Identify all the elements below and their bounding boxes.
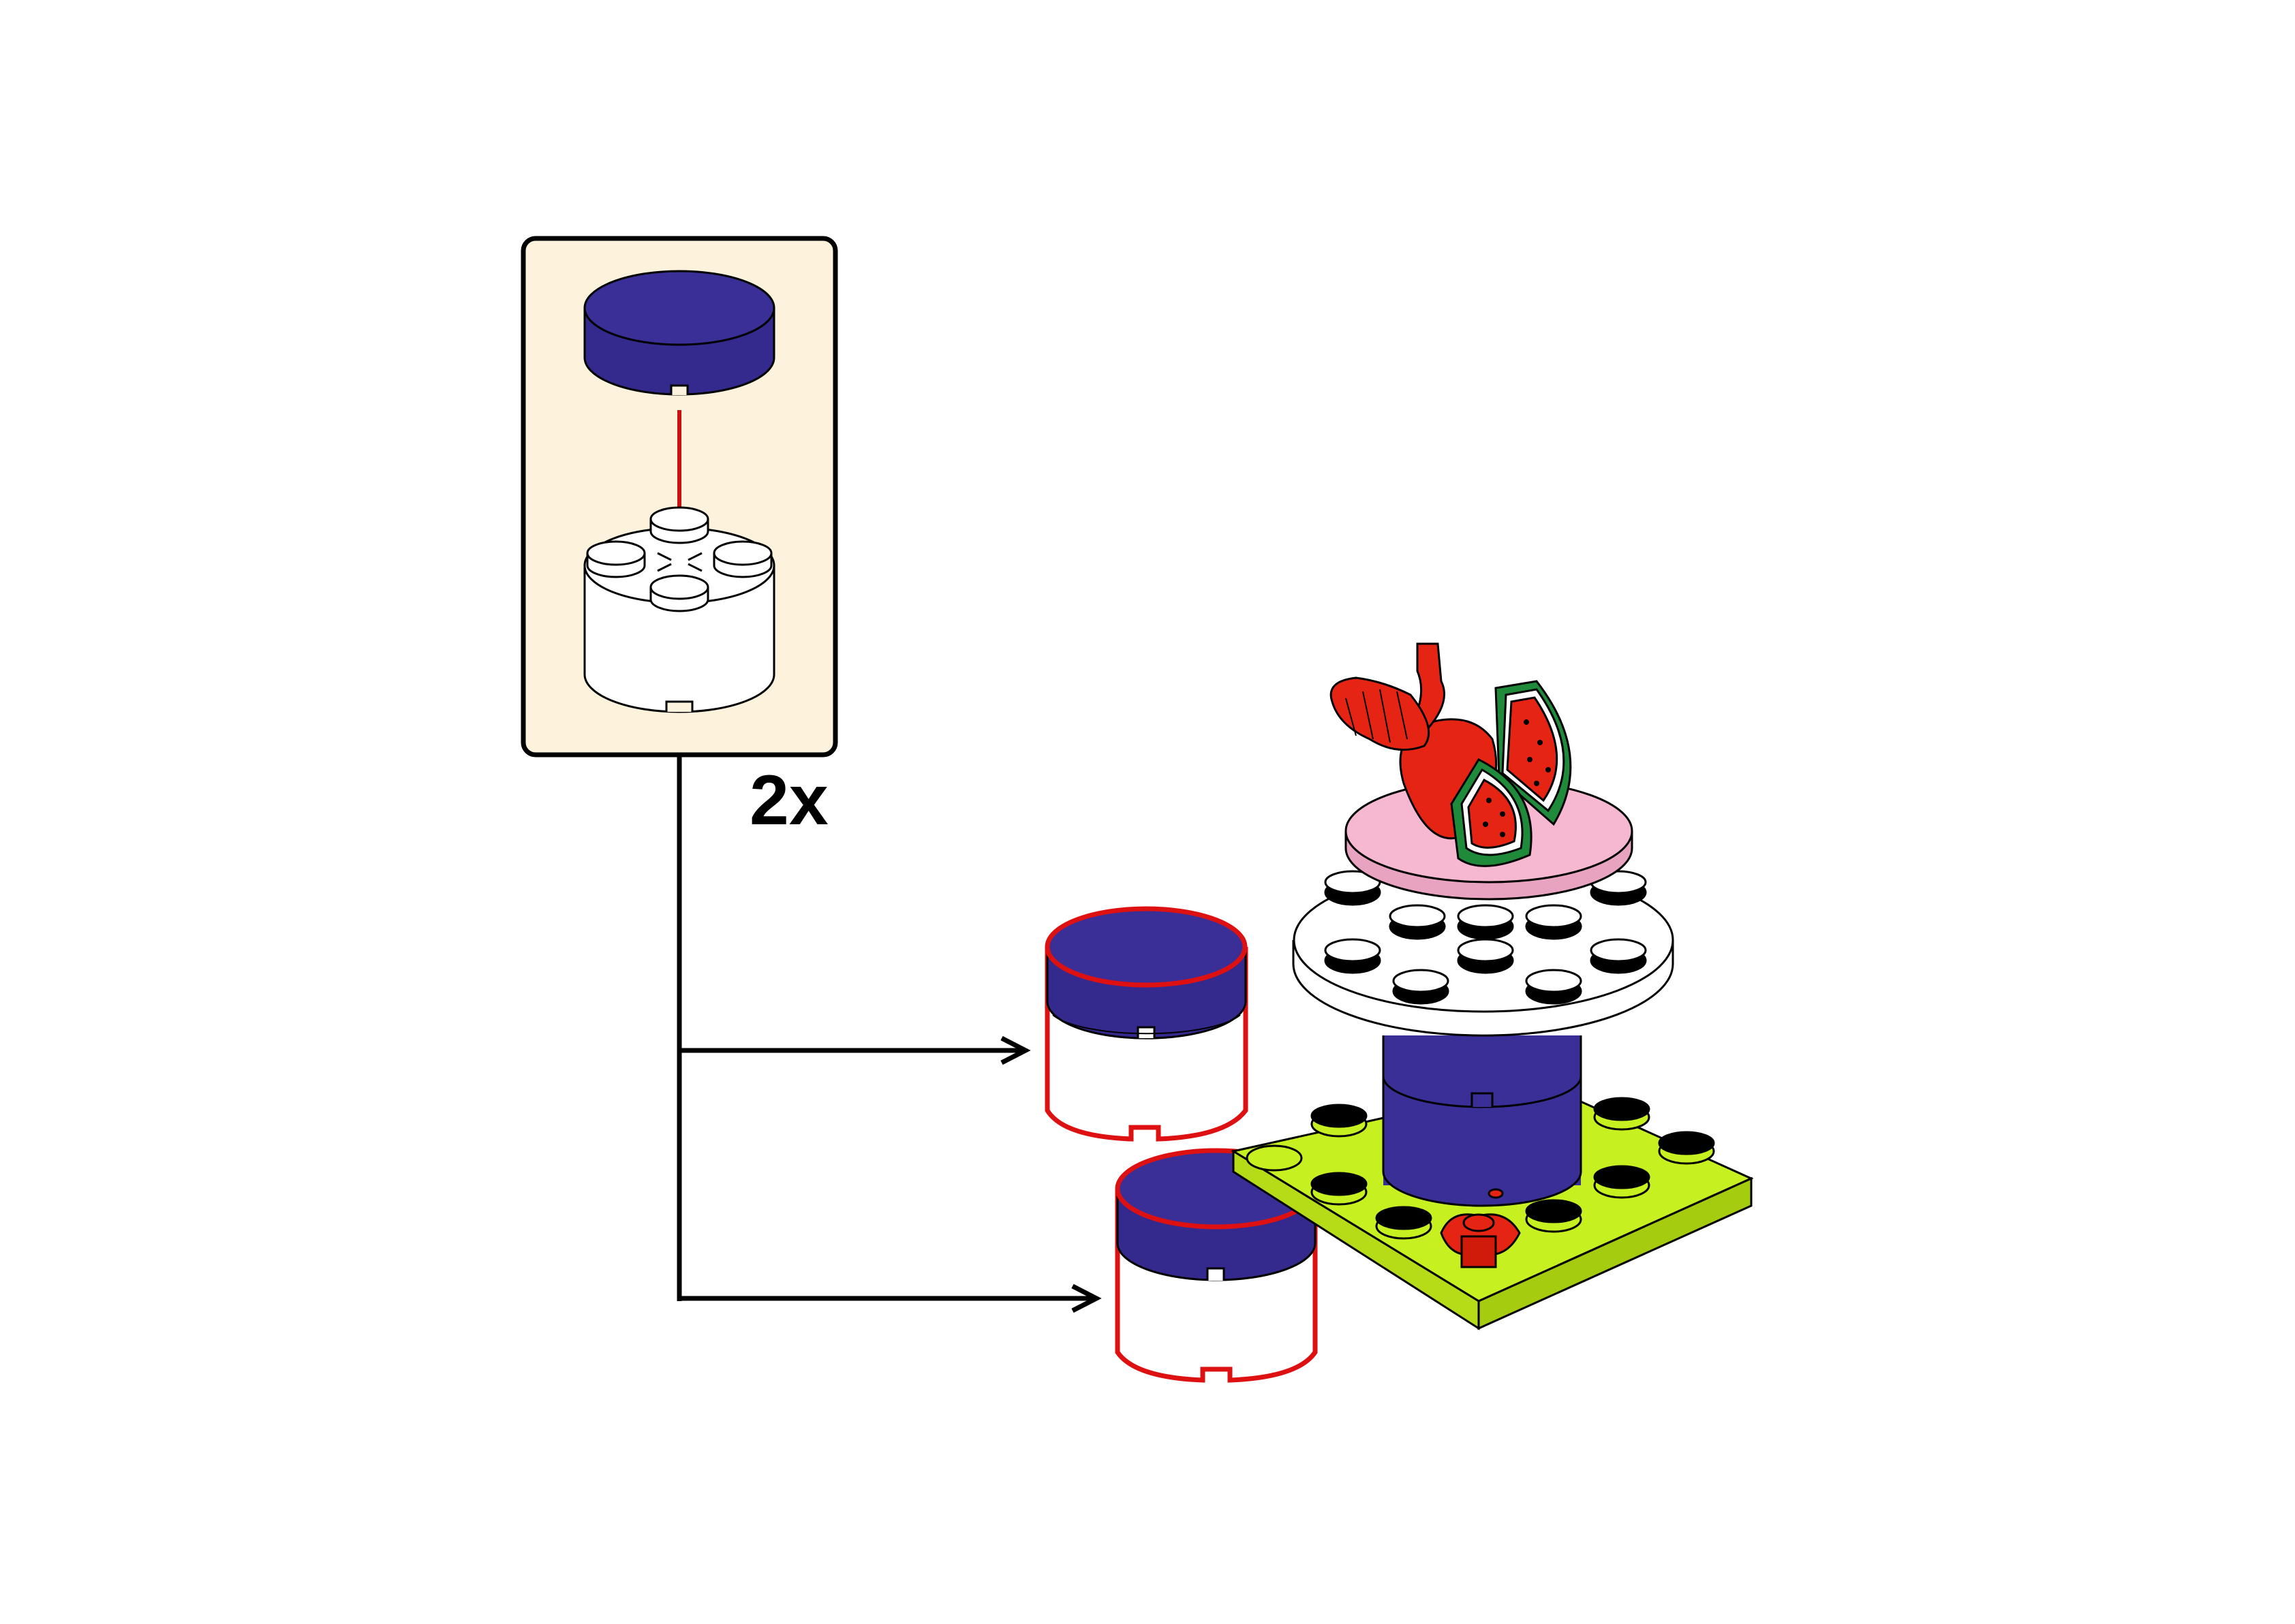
model-icon [1231, 642, 1754, 1330]
round-tile-2x2-icon [583, 270, 775, 396]
sub-assembly-callout [521, 236, 838, 758]
round-brick-2x2-icon [583, 506, 775, 713]
callout-connector [677, 755, 1102, 1313]
watermelon-slice [1450, 758, 1532, 867]
white-round-plate [1292, 867, 1674, 1037]
red-flower [1440, 1188, 1521, 1268]
sub-assembly-icon [1115, 1148, 1318, 1383]
quantity-label: 2x [750, 761, 829, 840]
watermelon-slice [1494, 680, 1572, 826]
sub-assembly-icon [1045, 906, 1248, 1142]
lime-plate [1231, 1082, 1754, 1330]
column [1382, 1035, 1582, 1207]
